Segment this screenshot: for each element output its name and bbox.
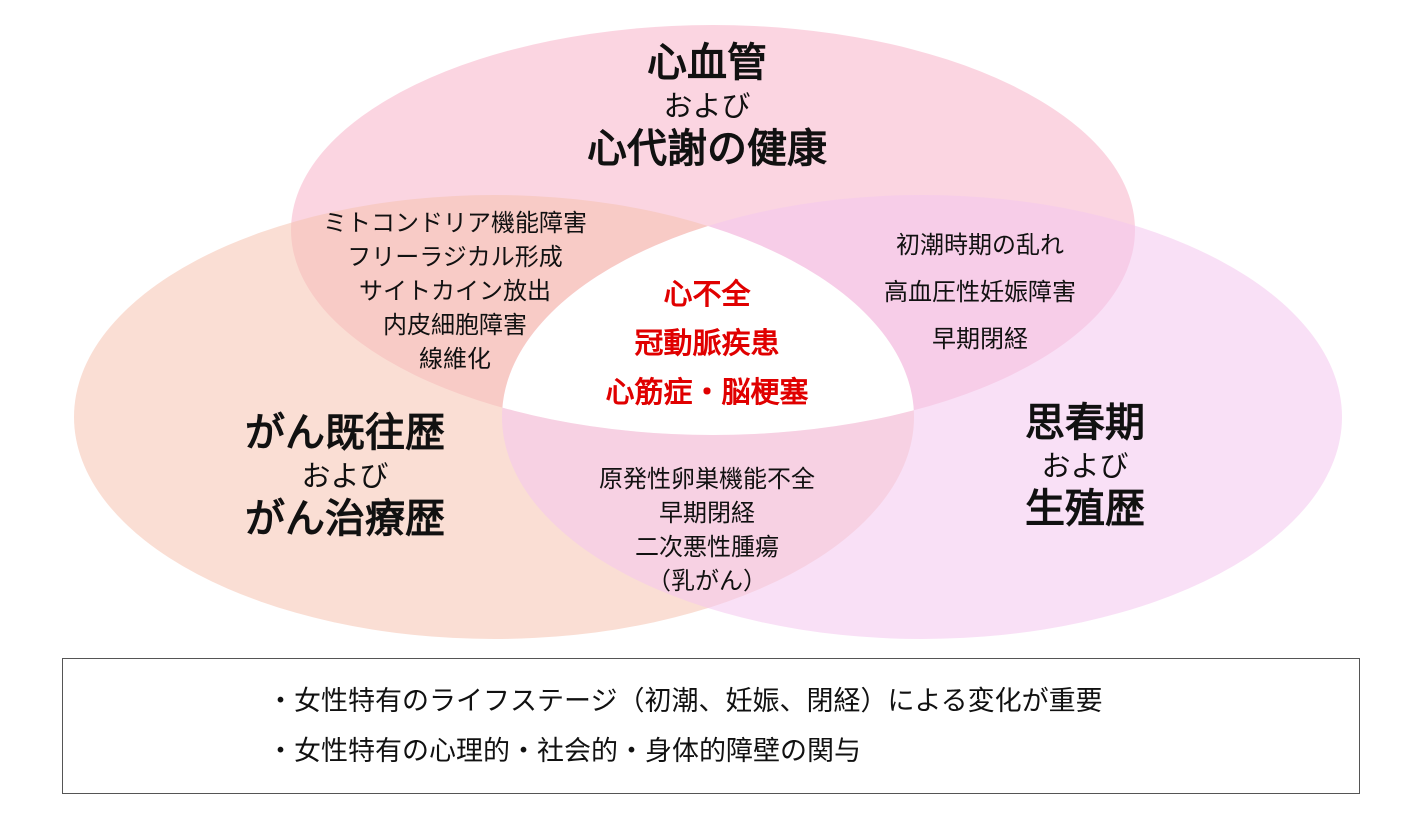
overlap-item: 高血圧性妊娠障害 xyxy=(884,278,1076,306)
notes-box: ・女性特有のライフステージ（初潮、妊娠、閉経）による変化が重要 ・女性特有の心理… xyxy=(62,658,1360,794)
cardio-title-and: および xyxy=(663,89,751,123)
cancer-title: がん既往歴 および がん治療歴 xyxy=(155,408,535,544)
overlap-item: 二次悪性腫瘍 xyxy=(635,533,779,561)
cancer-title-line2: がん治療歴 xyxy=(245,496,445,543)
repro-title-line1: 思春期 xyxy=(1025,400,1145,446)
overlap-item: ミトコンドリア機能障害 xyxy=(323,209,587,237)
center-item-heart-failure: 心不全 xyxy=(663,277,751,311)
repro-title-and: および xyxy=(1041,449,1129,483)
note-item: ・女性特有の心理的・社会的・身体的障壁の関与 xyxy=(267,736,861,767)
center-diseases: 心不全 冠動脈疾患 心筋症・脳梗塞 xyxy=(557,270,857,417)
center-item-coronary: 冠動脈疾患 xyxy=(634,326,780,360)
overlap-item: 内皮細胞障害 xyxy=(383,311,527,339)
overlap-item: サイトカイン放出 xyxy=(359,277,551,305)
cardio-title: 心血管 および 心代謝の健康 xyxy=(507,38,907,174)
cancer-title-line1: がん既往歴 xyxy=(245,410,445,456)
cancer-title-and: および xyxy=(301,459,389,493)
center-triple-overlap xyxy=(502,195,914,435)
cardio-title-line2: 心代謝の健康 xyxy=(587,126,827,173)
overlap-item: （乳がん） xyxy=(647,567,767,595)
cardio-cancer-overlap: ミトコンドリア機能障害 フリーラジカル形成 サイトカイン放出 内皮細胞障害 線維… xyxy=(255,206,655,376)
overlap-item: 原発性卵巣機能不全 xyxy=(599,465,815,493)
repro-title-line2: 生殖歴 xyxy=(1025,486,1145,533)
cancer-repro-overlap: 原発性卵巣機能不全 早期閉経 二次悪性腫瘍 （乳がん） xyxy=(557,462,857,598)
cardio-title-line1: 心血管 xyxy=(647,40,767,86)
cardio-repro-overlap: 初潮時期の乱れ 高血圧性妊娠障害 早期閉経 xyxy=(845,222,1115,363)
overlap-item: 初潮時期の乱れ xyxy=(896,231,1064,259)
overlap-item: 早期閉経 xyxy=(659,499,755,527)
overlap-item: 早期閉経 xyxy=(932,325,1028,353)
center-item-cardiomyopathy-stroke: 心筋症・脳梗塞 xyxy=(605,375,809,409)
venn-diagram xyxy=(74,25,1342,639)
overlap-item: フリーラジカル形成 xyxy=(347,243,563,271)
repro-title: 思春期 および 生殖歴 xyxy=(935,398,1235,534)
overlap-item: 線維化 xyxy=(419,345,491,373)
note-item: ・女性特有のライフステージ（初潮、妊娠、閉経）による変化が重要 xyxy=(267,686,1103,717)
